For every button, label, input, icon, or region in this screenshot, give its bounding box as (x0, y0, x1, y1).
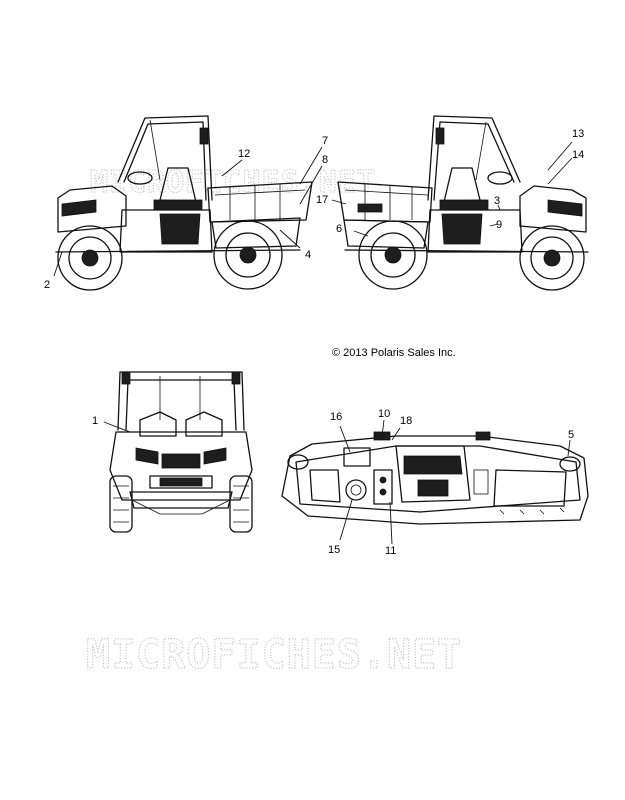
callout-2: 2 (44, 279, 50, 291)
callout-9: 9 (496, 219, 502, 231)
watermark-upper: MICROFICHES.NET (90, 165, 376, 200)
callout-5: 5 (568, 429, 574, 441)
callout-6: 6 (336, 223, 342, 235)
copyright-notice: © 2013 Polaris Sales Inc. (332, 347, 456, 359)
dashboard-view (281, 431, 589, 525)
vehicle-left-side-view (55, 115, 313, 291)
callout-16: 16 (330, 411, 342, 423)
callout-1: 1 (92, 415, 98, 427)
callout-17: 17 (316, 194, 328, 206)
watermark-lower: MICROFICHES.NET (86, 632, 462, 678)
vehicle-right-side-view (337, 115, 589, 291)
callout-7: 7 (322, 135, 328, 147)
callout-4: 4 (305, 249, 311, 261)
callout-14: 14 (572, 149, 584, 161)
callout-8: 8 (322, 154, 328, 166)
callouts: 1 2 3 4 5 6 7 8 9 10 11 12 13 14 15 16 1… (44, 128, 584, 557)
callout-11: 11 (385, 545, 396, 557)
callout-15: 15 (328, 544, 340, 556)
vehicle-front-view (109, 371, 253, 533)
callout-10: 10 (378, 408, 390, 420)
leader-lines (53, 141, 573, 545)
callout-13: 13 (572, 128, 584, 140)
callout-18: 18 (400, 415, 412, 427)
callout-3: 3 (494, 195, 500, 207)
callout-12: 12 (238, 148, 250, 160)
